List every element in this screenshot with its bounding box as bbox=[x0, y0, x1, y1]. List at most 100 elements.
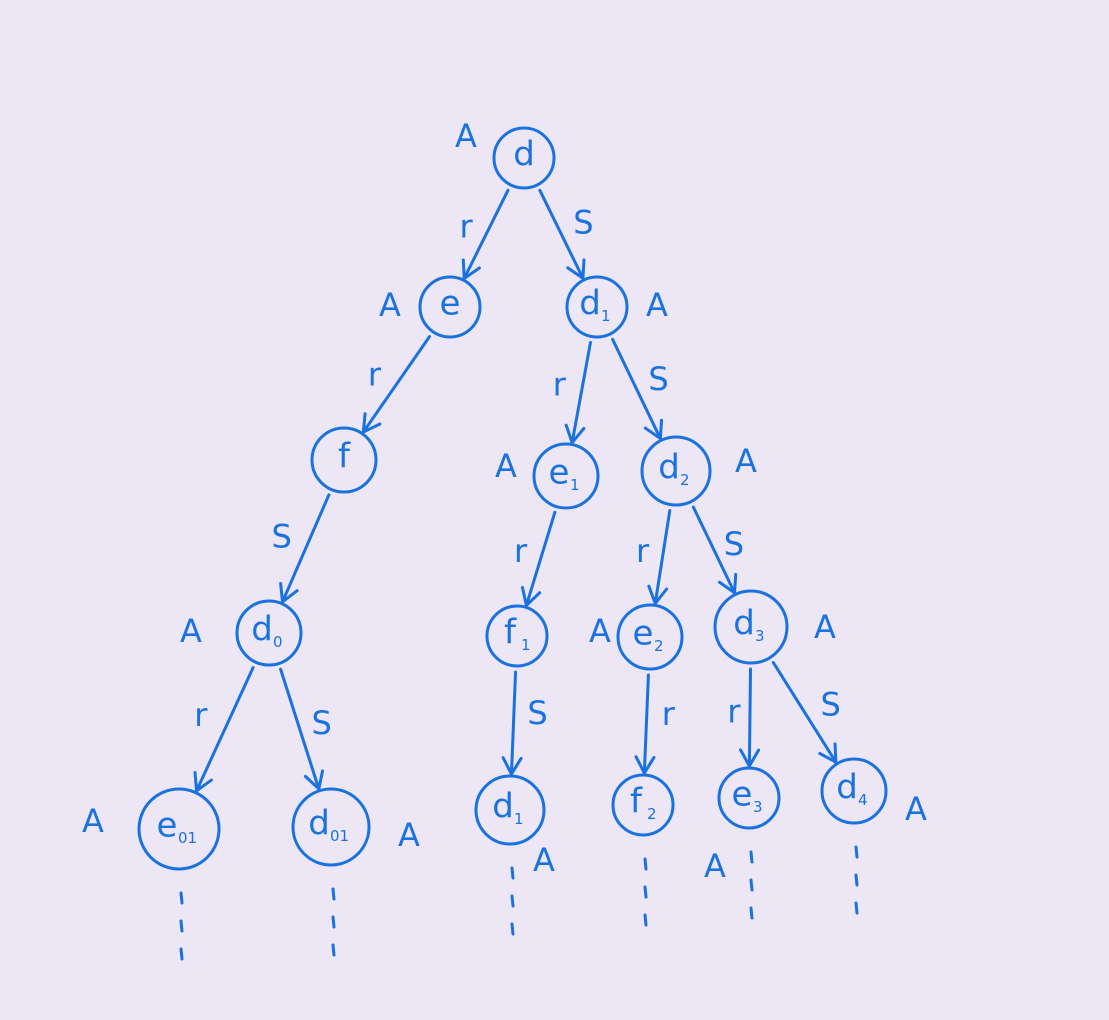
node-label: d bbox=[251, 610, 273, 650]
node-label: d bbox=[492, 787, 514, 827]
edge-e2-f2: r bbox=[634, 673, 676, 775]
edge-label: r bbox=[727, 692, 741, 730]
arrowhead-icon bbox=[634, 755, 656, 775]
edge-line bbox=[279, 667, 321, 791]
node-label: e bbox=[440, 284, 461, 324]
edge-e-f: r bbox=[361, 335, 431, 434]
node-subscript: 01 bbox=[330, 827, 349, 845]
node-marker: A bbox=[379, 286, 401, 324]
node-label: f bbox=[630, 782, 643, 822]
edge-label: r bbox=[368, 355, 382, 393]
arrowhead-icon bbox=[643, 418, 664, 441]
node-circle bbox=[565, 275, 629, 339]
continuation-dots-d4 bbox=[854, 845, 859, 915]
node-circle bbox=[492, 126, 556, 190]
edge-label: r bbox=[662, 695, 676, 733]
continuation-dots-e01 bbox=[179, 891, 184, 961]
edge-d0-e01: r bbox=[193, 666, 255, 793]
edge-label: r bbox=[636, 532, 650, 570]
continuation-dash bbox=[179, 947, 184, 961]
node-circle bbox=[485, 604, 549, 668]
node-marker: A bbox=[180, 612, 202, 650]
arrowhead-icon bbox=[520, 585, 542, 607]
continuation-dash bbox=[854, 901, 859, 915]
node-label: d bbox=[836, 768, 858, 808]
edge-e1-f1: r bbox=[514, 510, 557, 607]
edge-label: S bbox=[272, 517, 292, 555]
node-circle bbox=[235, 599, 303, 667]
edge-line bbox=[361, 335, 431, 434]
node-circle bbox=[611, 773, 675, 837]
node-label: d bbox=[308, 804, 330, 844]
node-subscript: 0 bbox=[273, 633, 283, 651]
node-label: d bbox=[658, 448, 680, 488]
node-subscript: 2 bbox=[647, 805, 657, 823]
edge-line bbox=[538, 188, 585, 280]
edge-line bbox=[570, 340, 593, 445]
edge-line bbox=[653, 509, 672, 605]
edge-label: r bbox=[514, 532, 528, 570]
continuation-dash bbox=[331, 887, 336, 901]
node-label: e bbox=[633, 614, 654, 654]
node-label: d bbox=[513, 135, 535, 175]
node-subscript: 1 bbox=[521, 636, 531, 654]
node-marker: A bbox=[82, 802, 104, 840]
edge-line bbox=[771, 661, 838, 764]
node-marker: A bbox=[704, 847, 726, 885]
node-marker: A bbox=[533, 841, 555, 879]
node-circle bbox=[616, 603, 684, 671]
continuation-dash bbox=[510, 894, 515, 908]
continuation-dots-d1b bbox=[510, 866, 515, 936]
node-circle bbox=[717, 766, 781, 830]
edge-line bbox=[524, 510, 557, 607]
node-label: e bbox=[549, 453, 570, 493]
continuation-dots-f2 bbox=[643, 857, 648, 927]
edge-d3-d4: S bbox=[771, 661, 841, 764]
edge-f-d0: S bbox=[272, 493, 331, 604]
continuation-dots-e3 bbox=[749, 850, 754, 920]
arrowhead-icon bbox=[818, 742, 838, 764]
continuation-dash bbox=[331, 943, 336, 957]
node-subscript: 3 bbox=[753, 798, 763, 816]
node-marker: A bbox=[905, 790, 927, 828]
node-marker: A bbox=[398, 816, 420, 854]
continuation-dash bbox=[510, 922, 515, 936]
continuation-dash bbox=[749, 906, 754, 920]
node-circle bbox=[137, 787, 221, 871]
arrowhead-icon bbox=[501, 756, 523, 776]
edge-d-e: r bbox=[460, 188, 510, 280]
edge-line bbox=[195, 666, 255, 793]
edge-d0-d01: S bbox=[279, 667, 332, 791]
node-label: d bbox=[733, 604, 755, 644]
arrowhead-icon bbox=[303, 769, 325, 791]
continuation-dash bbox=[854, 845, 859, 859]
edge-line bbox=[642, 673, 650, 775]
edge-d2-d3: S bbox=[691, 505, 744, 595]
node-subscript: 01 bbox=[178, 829, 197, 847]
continuation-dash bbox=[179, 919, 184, 933]
node-label: f bbox=[338, 437, 351, 477]
arrowhead-icon bbox=[647, 584, 669, 605]
continuation-dash bbox=[854, 873, 859, 887]
edge-label: S bbox=[312, 704, 332, 742]
continuation-dash bbox=[331, 915, 336, 929]
edge-label: r bbox=[553, 365, 567, 403]
edge-label: r bbox=[460, 207, 474, 245]
node-label: d bbox=[579, 284, 601, 324]
edge-d3-e3: r bbox=[727, 667, 761, 768]
edge-d-d1a: S bbox=[538, 188, 594, 280]
edge-label: S bbox=[820, 685, 840, 723]
node-subscript: 1 bbox=[601, 307, 611, 325]
edge-label: r bbox=[194, 696, 208, 734]
